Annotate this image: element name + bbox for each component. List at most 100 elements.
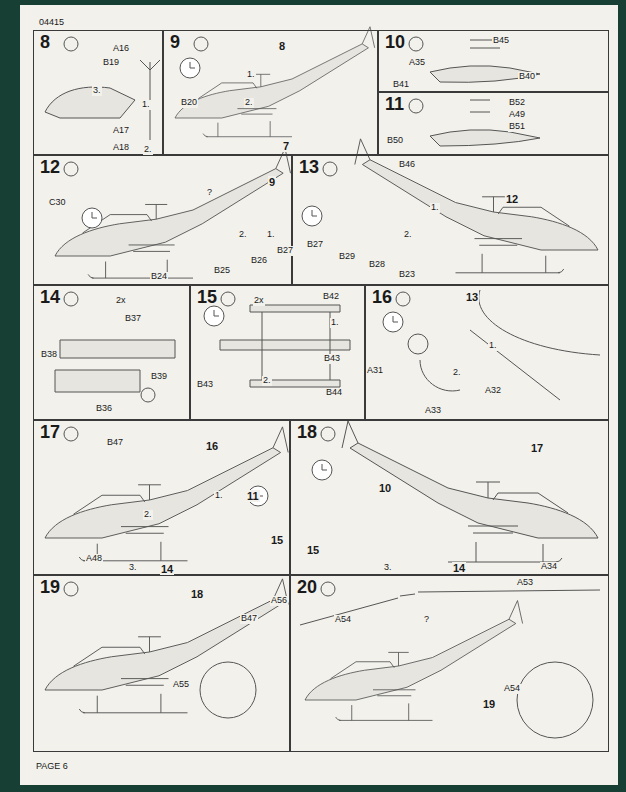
part-label: B42 [322,292,340,302]
part-label: B43 [323,354,341,364]
step-number: 15 [197,288,217,308]
part-label: 1. [430,203,440,213]
part-label: A16 [112,44,130,54]
part-label: 2. [452,368,462,378]
part-label: B20 [180,98,198,108]
glue-icon [64,427,78,441]
helicopter-drawing [355,139,598,273]
rocket-pod [55,340,175,392]
part-label: A56 [270,596,288,606]
part-label: C30 [48,198,67,208]
part-label: B50 [386,136,404,146]
step-panel: 15 [190,285,365,420]
part-label: B24 [150,272,168,282]
step-number: 8 [40,33,50,53]
part-label: A31 [366,366,384,376]
glue-icon [64,292,78,306]
helicopter-drawing [55,148,291,278]
part-label: B45 [492,36,510,46]
part-label: B37 [124,314,142,324]
part-label: B44 [325,388,343,398]
step-panel: 11 [378,92,609,155]
part-label: 17 [530,442,544,454]
part-label: 2. [238,230,248,240]
step-panel: 20 [290,575,609,752]
part-label: B28 [368,260,386,270]
step-panel: 13 [292,155,609,285]
part-label: 8 [278,40,286,52]
part-label: B38 [40,350,58,360]
detail-circle [200,662,256,718]
canopy-part [45,87,135,118]
part-label: 12 [505,193,519,205]
part-label: ? [423,615,430,625]
part-label: B23 [398,270,416,280]
part-label: PAGE 6 [35,762,69,772]
rotor-blade [300,590,600,625]
part-label: 15 [306,544,320,556]
wing-part [430,130,540,146]
part-label: 7 [282,140,290,152]
part-label: B47 [106,438,124,448]
part-label: 2. [262,376,272,386]
step-number: 9 [170,33,180,53]
rotor-head-part [140,60,160,140]
part-label: A55 [172,680,190,690]
part-label: 2. [244,98,254,108]
part-label: A18 [112,143,130,153]
glue-icon [64,162,78,176]
clock-icon [180,58,200,78]
step-number: 16 [372,288,392,308]
part-label: A17 [112,126,130,136]
part-label: A54 [503,684,521,694]
glue-icon [64,37,78,51]
step-panel: 9 [163,30,378,155]
part-label: B29 [338,252,356,262]
part-label: 1. [488,341,498,351]
part-label: B51 [508,122,526,132]
detail-circle [517,662,593,738]
step-number: 18 [297,423,317,443]
part-label: 1. [141,100,151,110]
part-label: 04415 [38,18,65,28]
glue-icon [409,37,423,51]
clock-icon [204,306,224,326]
helicopter-drawing [305,601,523,721]
gun-turret [420,290,600,400]
step-number: 19 [40,578,60,598]
part-label: 10 [378,482,392,494]
part-label: 16 [205,440,219,452]
clock-icon [302,206,322,226]
part-label: B36 [95,404,113,414]
glue-icon [321,427,335,441]
glue-icon [323,162,337,176]
glue-icon [396,292,410,306]
part-label: B39 [150,372,168,382]
helicopter-drawing [342,421,598,562]
detail-circle [408,334,428,354]
part-label: 18 [190,588,204,600]
part-label: 3. [92,86,102,96]
step-number: 11 [385,95,404,115]
step-number: 12 [40,158,60,178]
part-label: 19 [482,698,496,710]
part-label: 2. [403,230,413,240]
clock-icon [82,208,102,228]
step-number: 14 [40,288,60,308]
helicopter-drawing [175,27,375,137]
step-panel: 19 [33,575,290,752]
part-label: B27 [276,246,294,256]
part-label: 13 [465,291,479,303]
line-art [45,27,600,738]
part-label: 11 [246,490,260,502]
part-label: B25 [213,266,231,276]
part-label: 3. [383,563,393,573]
step-panel: 18 [290,420,609,575]
part-label: 2. [143,510,153,520]
pod-end [141,388,155,402]
part-label: A48 [85,554,103,564]
part-label: 1. [214,491,224,501]
part-label: 3. [128,563,138,573]
clock-icon [312,460,332,480]
part-label: 15 [270,534,284,546]
